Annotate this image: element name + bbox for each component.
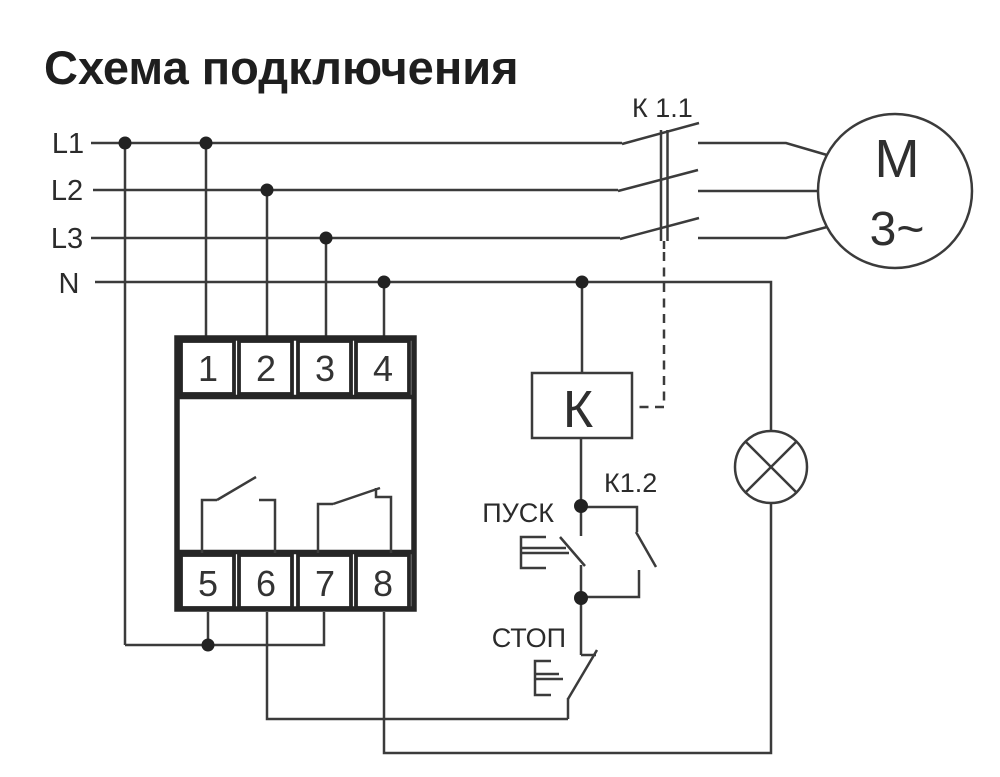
terminal-6-label: 6: [256, 563, 276, 604]
relay-contact-7-8-icon: [316, 486, 393, 553]
lamp-indicator-icon: [733, 429, 809, 505]
k11-blade-3: [619, 216, 700, 241]
terminal-2: [237, 339, 294, 396]
wire-terminal8-to-lamp: [382, 503, 773, 755]
stop-button-label: СТОП: [492, 623, 566, 653]
terminal-4-label: 4: [373, 348, 393, 389]
motor-circle: [816, 112, 974, 270]
coil-label: К: [563, 381, 593, 439]
motor-phase-label: 3~: [870, 203, 925, 256]
terminal-8: [354, 553, 411, 610]
junction-dot: [575, 275, 589, 289]
junction-dot: [199, 136, 213, 150]
k11-mechanical-link-dashed: [634, 252, 666, 409]
diagram-title: Схема подключения: [44, 41, 519, 94]
relay-body: [174, 335, 417, 612]
k12-lower-lead: [581, 570, 641, 599]
k11-blade-2: [617, 168, 699, 193]
junction-dot: [377, 275, 391, 289]
wire-bottom-link-5-7: [125, 612, 326, 647]
stop-contact-blade: [566, 649, 599, 700]
phase-label-l1: L1: [52, 128, 84, 160]
contactor-coil-k: К: [530, 282, 634, 536]
terminal-1-label: 1: [198, 348, 218, 389]
motor-3phase-icon: М 3~: [816, 112, 974, 270]
motor-letter: М: [875, 129, 920, 189]
terminal-1: [179, 339, 236, 396]
terminal-5: [179, 553, 236, 610]
k12-blade: [634, 531, 658, 568]
start-button-label: ПУСК: [482, 498, 554, 528]
terminal-8-label: 8: [373, 563, 393, 604]
contactor-main-contact-k11: К 1.1: [617, 93, 828, 409]
phase-label-l2: L2: [51, 175, 83, 207]
phase-label-n: N: [59, 268, 80, 300]
junction-dots: [118, 136, 589, 652]
terminal-7: [296, 553, 353, 610]
junction-dot: [319, 231, 333, 245]
start-button-symbol: ПУСК: [482, 498, 586, 598]
phase-label-l3: L3: [51, 223, 83, 255]
wire-k11-to-motor-1: [698, 141, 828, 157]
terminal-5-label: 5: [198, 563, 218, 604]
lamp-cross-2: [744, 440, 798, 494]
aux-contact-k12: К1.2: [581, 468, 658, 599]
terminal-3: [296, 339, 353, 396]
stop-button-symbol: СТОП: [492, 598, 599, 719]
junction-dot: [574, 499, 588, 513]
relay-contact-5-6-icon: [200, 475, 277, 553]
lamp-circle: [733, 429, 809, 505]
junction-dot: [574, 591, 588, 605]
terminal-feed-wires: [123, 143, 773, 755]
junction-dot: [260, 183, 274, 197]
rail-n: [95, 280, 773, 432]
terminal-6: [237, 553, 294, 610]
terminal-2-label: 2: [256, 348, 276, 389]
junction-dot: [201, 638, 215, 652]
terminal-7-label: 7: [315, 563, 335, 604]
terminal-4: [354, 339, 411, 396]
wire-k11-to-motor-3: [698, 225, 828, 240]
junction-dot: [118, 136, 132, 150]
contact-k11-label: К 1.1: [632, 93, 693, 123]
k12-upper-lead: [581, 505, 639, 532]
aux-contact-label: К1.2: [604, 468, 657, 498]
phase-labels: L1 L2 L3 N: [51, 128, 84, 300]
relay-device-block: 1 2 3 4 5 6 7 8: [174, 335, 417, 612]
power-rails: [91, 141, 773, 432]
start-contact-blade: [559, 536, 586, 567]
terminal-3-label: 3: [315, 348, 335, 389]
wire-terminal6-to-stop: [265, 612, 568, 721]
